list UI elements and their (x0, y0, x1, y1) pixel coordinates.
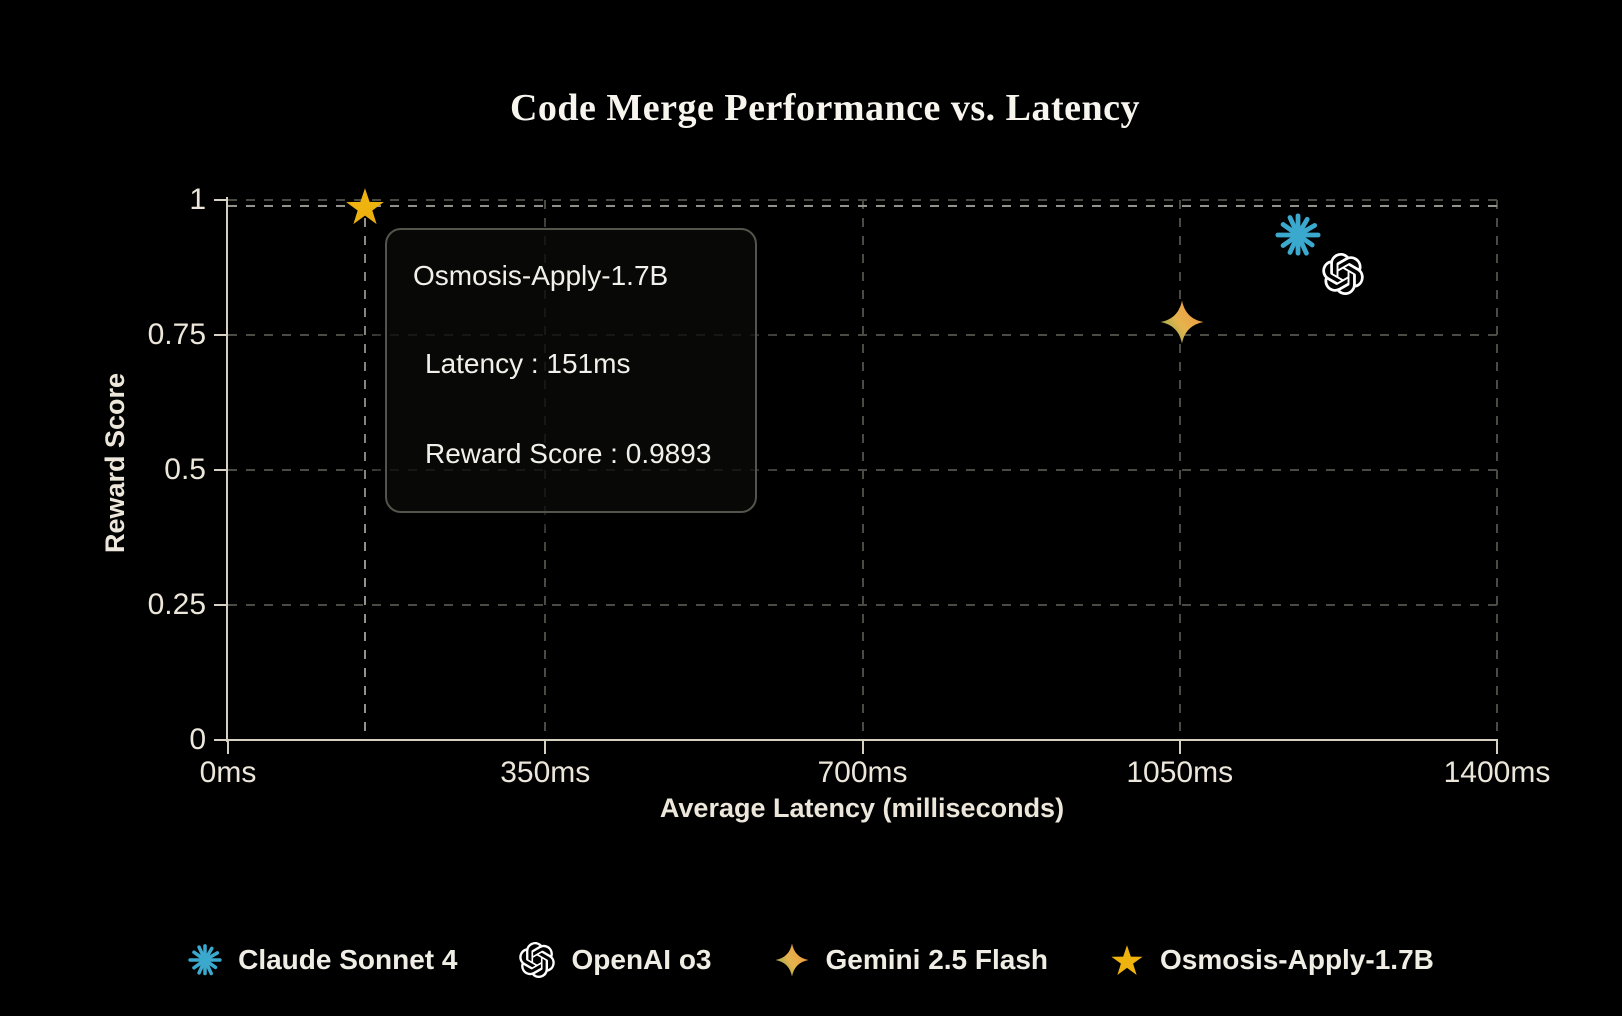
legend-item-osmosis-apply-1-7b[interactable]: Osmosis-Apply-1.7B (1110, 943, 1434, 977)
x-tick-mark (1178, 740, 1181, 754)
tooltip-title: Osmosis-Apply-1.7B (413, 260, 669, 291)
x-tick-mark (861, 740, 864, 754)
point-gemini-2-5-flash[interactable] (1158, 299, 1205, 346)
legend-label: Claude Sonnet 4 (238, 944, 458, 975)
x-axis-line (226, 739, 1498, 741)
horizontal-gridline (228, 199, 1497, 201)
x-tick-label: 0ms (199, 756, 257, 789)
tooltip-cursor-horizontal (228, 204, 1497, 207)
chart-title: Code Merge Performance vs. Latency (509, 87, 1141, 129)
legend-label: OpenAI o3 (571, 944, 712, 975)
tooltip-cursor-vertical (363, 200, 366, 740)
y-tick-label: 0.75 (147, 318, 206, 351)
openai-logo-icon (1322, 253, 1363, 295)
legend: Claude Sonnet 4 OpenAI o3 Gemini 2.5 Fla… (0, 942, 1622, 978)
vertical-gridline (1496, 200, 1498, 740)
y-tick-label: 0 (189, 723, 206, 756)
tooltip-latency: Latency : 151ms (425, 348, 631, 379)
horizontal-gridline (228, 469, 1497, 471)
tooltip-reward-score: Reward Score : 0.9893 (425, 438, 712, 469)
y-tick-mark (214, 469, 228, 471)
x-tick-mark (227, 740, 229, 754)
x-axis-label: Average Latency (milliseconds) (659, 793, 1065, 823)
osmosis-star-icon (1111, 945, 1142, 975)
x-tick-label: 700ms (817, 756, 908, 789)
point-osmosis-apply-1-7b[interactable] (344, 185, 385, 226)
x-tick-label: 1400ms (1443, 756, 1551, 789)
horizontal-gridline (228, 334, 1497, 336)
y-tick-label: 0.5 (164, 453, 206, 486)
horizontal-gridline (228, 604, 1497, 606)
x-tick-label: 1050ms (1126, 756, 1234, 789)
gemini-sparkle-icon (775, 944, 808, 977)
legend-label: Gemini 2.5 Flash (825, 944, 1049, 975)
legend-label: Osmosis-Apply-1.7B (1160, 944, 1434, 975)
claude-burst-icon (1277, 216, 1317, 253)
y-axis-label: Reward Score (100, 372, 130, 554)
y-tick-mark (214, 334, 228, 336)
gemini-sparkle-icon (1160, 300, 1203, 343)
legend-item-openai-o3[interactable]: OpenAI o3 (519, 942, 712, 978)
legend-item-claude-sonnet-4[interactable]: Claude Sonnet 4 (188, 943, 457, 977)
point-claude-sonnet-4[interactable] (1275, 212, 1321, 258)
osmosis-star-icon (346, 188, 384, 224)
x-tick-mark (544, 740, 547, 754)
y-tick-mark (214, 604, 228, 606)
x-tick-label: 350ms (500, 756, 591, 789)
y-tick-mark (214, 199, 228, 201)
y-tick-label: 0.25 (147, 588, 206, 621)
legend-item-gemini-2-5-flash[interactable]: Gemini 2.5 Flash (774, 942, 1049, 978)
openai-logo-icon (520, 942, 556, 978)
y-tick-label: 1 (189, 183, 206, 216)
y-axis-line (226, 197, 228, 742)
point-openai-o3[interactable] (1322, 253, 1364, 295)
x-tick-mark (1496, 740, 1498, 754)
claude-burst-icon (190, 946, 220, 974)
tooltip: Osmosis-Apply-1.7B Latency : 151ms Rewar… (385, 228, 757, 513)
y-tick-mark (214, 739, 228, 741)
